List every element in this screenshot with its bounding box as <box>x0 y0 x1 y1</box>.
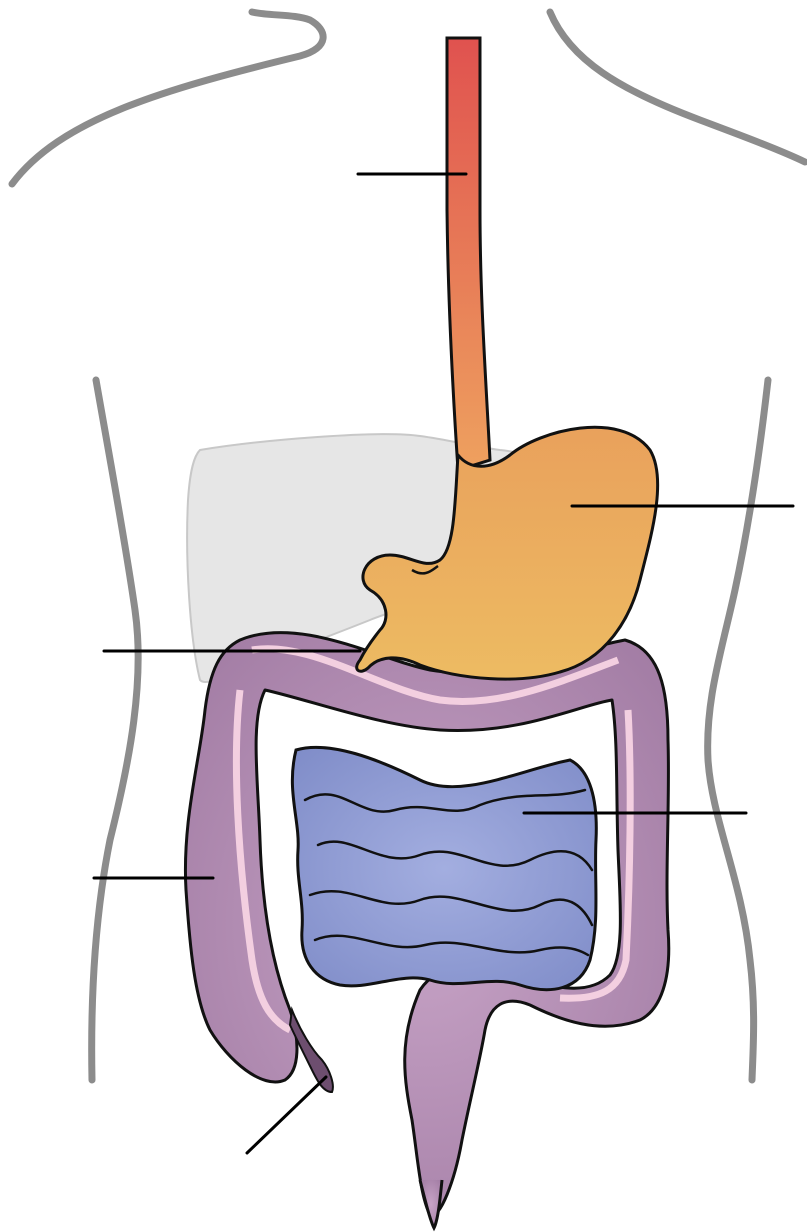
left-torso-outline <box>92 380 138 1080</box>
leader-line-appendix <box>247 1077 326 1153</box>
esophagus <box>447 38 490 470</box>
right-torso-outline <box>708 380 768 1080</box>
rectum <box>420 1180 442 1228</box>
small-intestine <box>292 747 596 989</box>
small-intestine-mass <box>292 747 596 989</box>
left-shoulder-outline <box>12 12 323 184</box>
right-shoulder-outline <box>550 12 805 162</box>
